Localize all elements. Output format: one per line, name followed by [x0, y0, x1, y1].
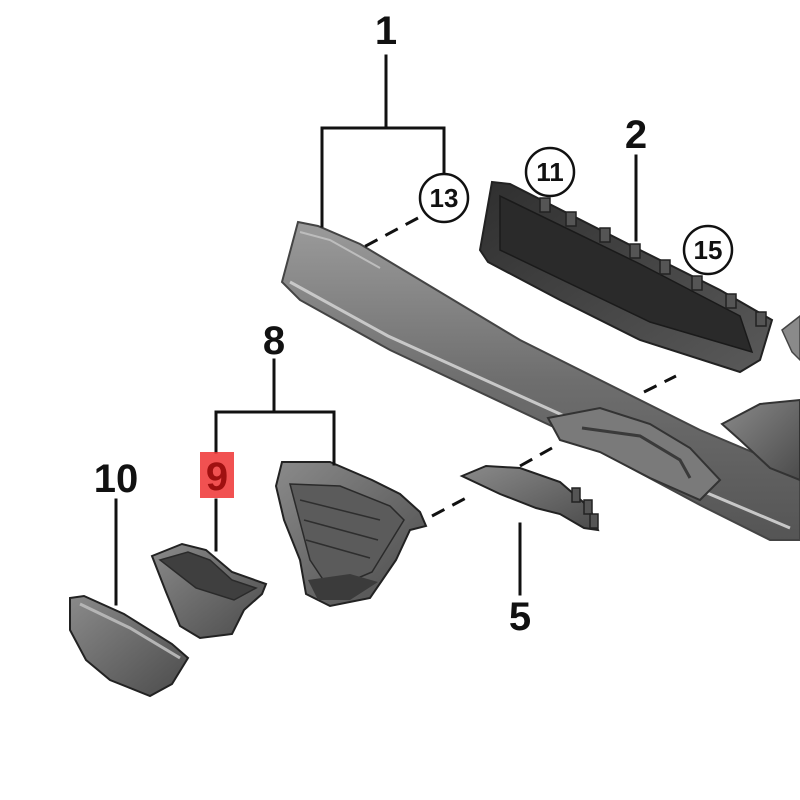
- svg-text:11: 11: [536, 157, 564, 187]
- callout-8: 8: [263, 319, 285, 363]
- callout-5: 5: [509, 595, 531, 639]
- svg-text:13: 13: [430, 183, 459, 213]
- circled-callout-15: 15: [682, 224, 734, 276]
- part-10-panel: [69, 594, 190, 698]
- part-5-insert: [459, 464, 600, 532]
- circled-callouts: 13 11 15: [418, 146, 734, 276]
- callout-1: 1: [375, 9, 397, 53]
- callout-9: 9: [206, 455, 228, 499]
- callout-2: 2: [625, 113, 647, 157]
- part-1-trim-strip: [280, 220, 800, 541]
- callout-10: 10: [94, 457, 139, 501]
- part-edge-fragment: [720, 315, 800, 482]
- leader-lines: [114, 54, 677, 606]
- callout-labels: 1 2 8 9 10 5: [94, 9, 647, 639]
- part-9-tray: [150, 542, 268, 640]
- circled-callout-13: 13: [418, 172, 470, 224]
- part-2-dark-panel: [478, 180, 774, 374]
- part-8-bracket: [274, 461, 428, 608]
- svg-text:15: 15: [694, 235, 723, 265]
- circled-callout-11: 11: [524, 146, 576, 198]
- callout-9-highlight: [200, 452, 234, 498]
